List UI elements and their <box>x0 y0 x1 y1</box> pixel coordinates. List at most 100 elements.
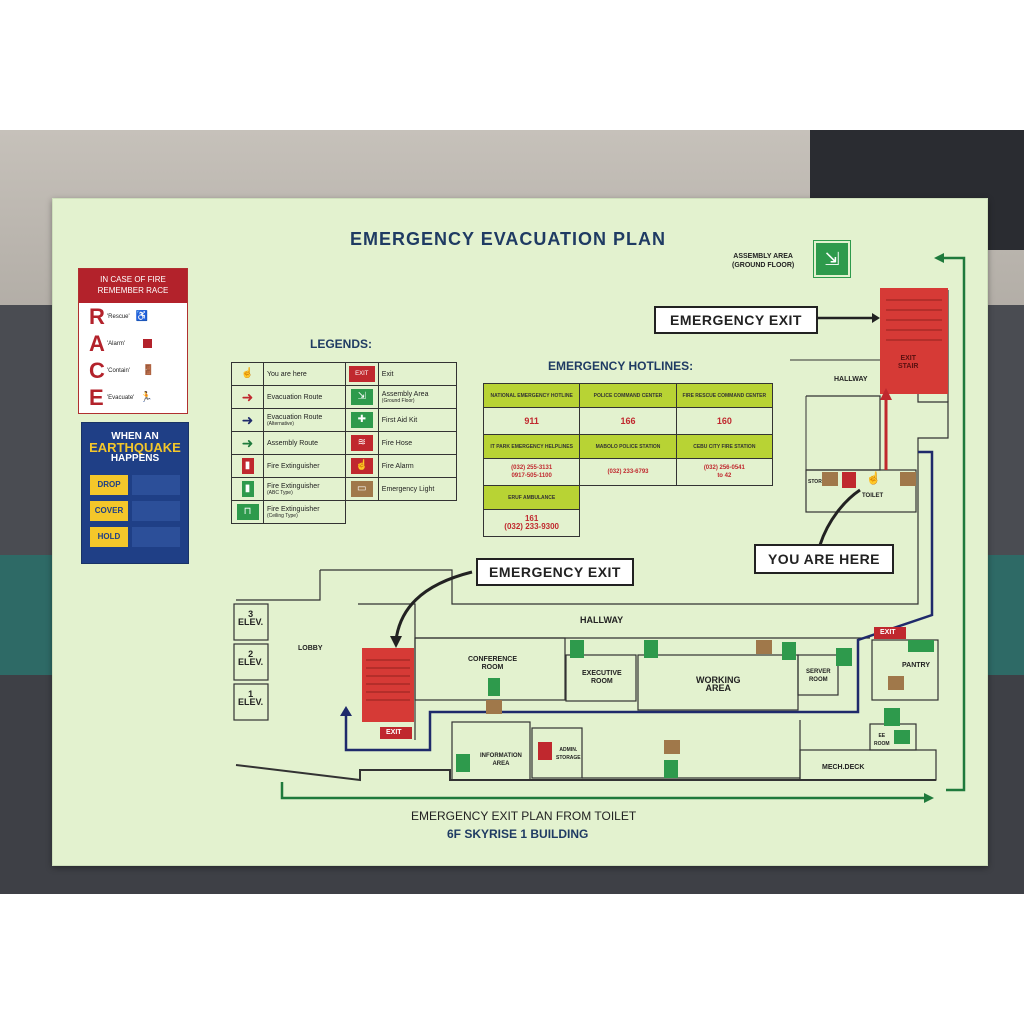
fire-extinguisher-icon <box>488 678 500 696</box>
first-aid-icon: ✚ <box>350 412 373 428</box>
green-arrow-icon: ➜ <box>241 435 254 451</box>
fire-hose-icon: ≋ <box>350 435 373 451</box>
emergency-light-icon <box>756 640 772 654</box>
earthquake-action-row: DROP <box>90 474 180 496</box>
rescue-icon: ♿ <box>135 311 149 322</box>
emergency-light-icon: ▭ <box>350 481 373 497</box>
earthquake-head-line1: WHEN AN <box>111 431 159 442</box>
legend-icon-cell: ▭ <box>344 477 379 501</box>
fire-extinguisher-icon <box>456 754 470 772</box>
legend-row: ➜ Evacuation Route ⇲ Assembly Area(Groun… <box>231 385 458 409</box>
hotlines-table: NATIONAL EMERGENCY HOTLINE POLICE COMMAN… <box>482 383 774 537</box>
legend-row: ▮ Fire Extinguisher(ABC Type) ▭ Emergenc… <box>231 477 458 501</box>
legend-text: You are here <box>267 370 307 378</box>
cover-illustration <box>132 501 180 521</box>
fire-extinguisher-icon <box>782 642 796 660</box>
evacuation-arrowhead <box>880 388 892 400</box>
hotline-header-row: IT PARK EMERGENCY HELPLINES MABOLO POLIC… <box>482 434 774 459</box>
fire-extinguisher-icon: ▮ <box>241 458 254 474</box>
legend-text: First Aid Kit <box>381 416 418 424</box>
race-word: 'Rescue' <box>107 313 130 320</box>
emergency-light-icon <box>486 700 502 714</box>
race-row: C 'Contain' 🚪 <box>79 357 187 384</box>
earthquake-header: WHEN AN EARTHQUAKE HAPPENS <box>82 423 188 464</box>
elevator-shaft <box>233 603 269 641</box>
admin-storage-outline <box>531 727 583 779</box>
you-are-here-icon: ☝ <box>866 471 881 485</box>
fire-extinguisher-icon <box>538 742 552 760</box>
race-row: E 'Evacuate' 🏃 <box>79 384 187 411</box>
exit-sign-right-text: EXIT <box>880 629 896 636</box>
legend-text: Assembly Route <box>267 439 318 447</box>
earthquake-card: WHEN AN EARTHQUAKE HAPPENS DROP COVER HO… <box>81 422 189 564</box>
assembly-area-icon: ⇲ <box>350 389 373 405</box>
legend-row: ➜ Evacuation Route(Alternative) ✚ First … <box>231 408 458 432</box>
race-letter: C <box>89 357 105 383</box>
hotline-number: (032) 233-6793 <box>579 458 677 486</box>
hotline-name: ERUF AMBULANCE <box>482 485 581 510</box>
earthquake-head-line2: EARTHQUAKE <box>89 440 181 455</box>
navy-arrow-icon: ➜ <box>241 412 254 428</box>
exit-sign-left-text: EXIT <box>386 729 402 736</box>
legend-icon-cell: EXIT <box>344 362 379 386</box>
wall-line <box>806 395 881 471</box>
hotline-number: 166 <box>579 407 677 435</box>
you-are-here-icon: ☝ <box>241 368 254 379</box>
hotline-number: 911 <box>482 407 581 435</box>
legend-text: Fire Extinguisher <box>267 482 320 490</box>
hotline-number: 161 (032) 233-9300 <box>482 509 581 537</box>
legend-icon-cell: ☝ <box>344 454 379 478</box>
plan-title: EMERGENCY EVACUATION PLAN <box>350 229 667 249</box>
elevator-2-label: 2 ELEV. <box>238 649 264 667</box>
hallway-top-label: HALLWAY <box>834 376 868 383</box>
race-word: 'Contain' <box>107 367 130 374</box>
race-row: R 'Rescue' ♿ <box>79 303 187 330</box>
abc-extinguisher-icon: ▮ <box>241 481 254 497</box>
earthquake-head-line3: HAPPENS <box>110 453 160 464</box>
elevator-3-label: 3 ELEV. <box>238 609 264 627</box>
legend-subtext: (ABC Type) <box>267 489 293 496</box>
callout-pointer <box>394 570 473 641</box>
hotline-header-row: ERUF AMBULANCE <box>482 485 773 510</box>
earthquake-action-row: HOLD <box>90 526 180 548</box>
race-letter: A <box>89 330 105 356</box>
legend-row: ☝ You are here EXIT Exit <box>231 362 458 386</box>
legend-icon-cell: ✚ <box>344 408 379 432</box>
legend-text: Exit <box>381 370 394 378</box>
assembly-arrowhead <box>924 793 934 803</box>
elevator-shaft <box>233 683 269 721</box>
drop-label: DROP <box>90 475 128 495</box>
assembly-area-line1: ASSEMBLY AREA <box>733 253 793 260</box>
legend-subtext: (Ceiling Type) <box>267 512 298 519</box>
storage-label: STOR <box>808 479 822 485</box>
exit-sign-left <box>380 727 412 739</box>
hotline-number: (032) 256-0541 to 42 <box>675 458 774 486</box>
hotline-value-row: (032) 255-3131 0917-505-1100 (032) 233-6… <box>482 458 774 486</box>
legend-icon-cell: ➜ <box>231 385 264 409</box>
race-letter: E <box>89 384 104 410</box>
evacuate-icon: 🏃 <box>140 392 153 403</box>
fire-extinguisher-icon <box>570 640 584 658</box>
earthquake-action-row: COVER <box>90 500 180 522</box>
legends-table: ☝ You are here EXIT Exit ➜ Evacuation Ro… <box>231 362 458 524</box>
hotline-name: FIRE RESCUE COMMAND CENTER <box>675 383 774 408</box>
hotline-value-row: 911 166 160 <box>482 407 774 435</box>
mech-deck-label: MECH.DECK <box>822 764 865 771</box>
footer-plan-label: EMERGENCY EXIT PLAN FROM TOILET <box>411 809 637 823</box>
legend-text: Fire Alarm <box>381 462 414 470</box>
information-area-label: INFORMATION AREA <box>480 753 522 767</box>
race-word: 'Alarm' <box>107 340 125 347</box>
callout-pointer-head <box>390 636 402 648</box>
footer-building-label: 6F SKYRISE 1 BUILDING <box>447 827 589 841</box>
hallway-main-label: HALLWAY <box>580 615 624 625</box>
exit-sign-right <box>874 627 906 639</box>
legend-label: Fire Extinguisher(ABC Type) <box>263 477 346 501</box>
elevator-1-label: 1 ELEV. <box>238 689 264 707</box>
assembly-area-line2: (GROUND FLOOR) <box>732 262 795 269</box>
legend-text: Fire Extinguisher <box>267 462 320 470</box>
ceiling-extinguisher-icon <box>894 730 910 744</box>
race-letter: R <box>89 303 105 329</box>
mech-deck-outline <box>799 749 937 781</box>
legend-label: Fire Extinguisher <box>263 454 346 478</box>
